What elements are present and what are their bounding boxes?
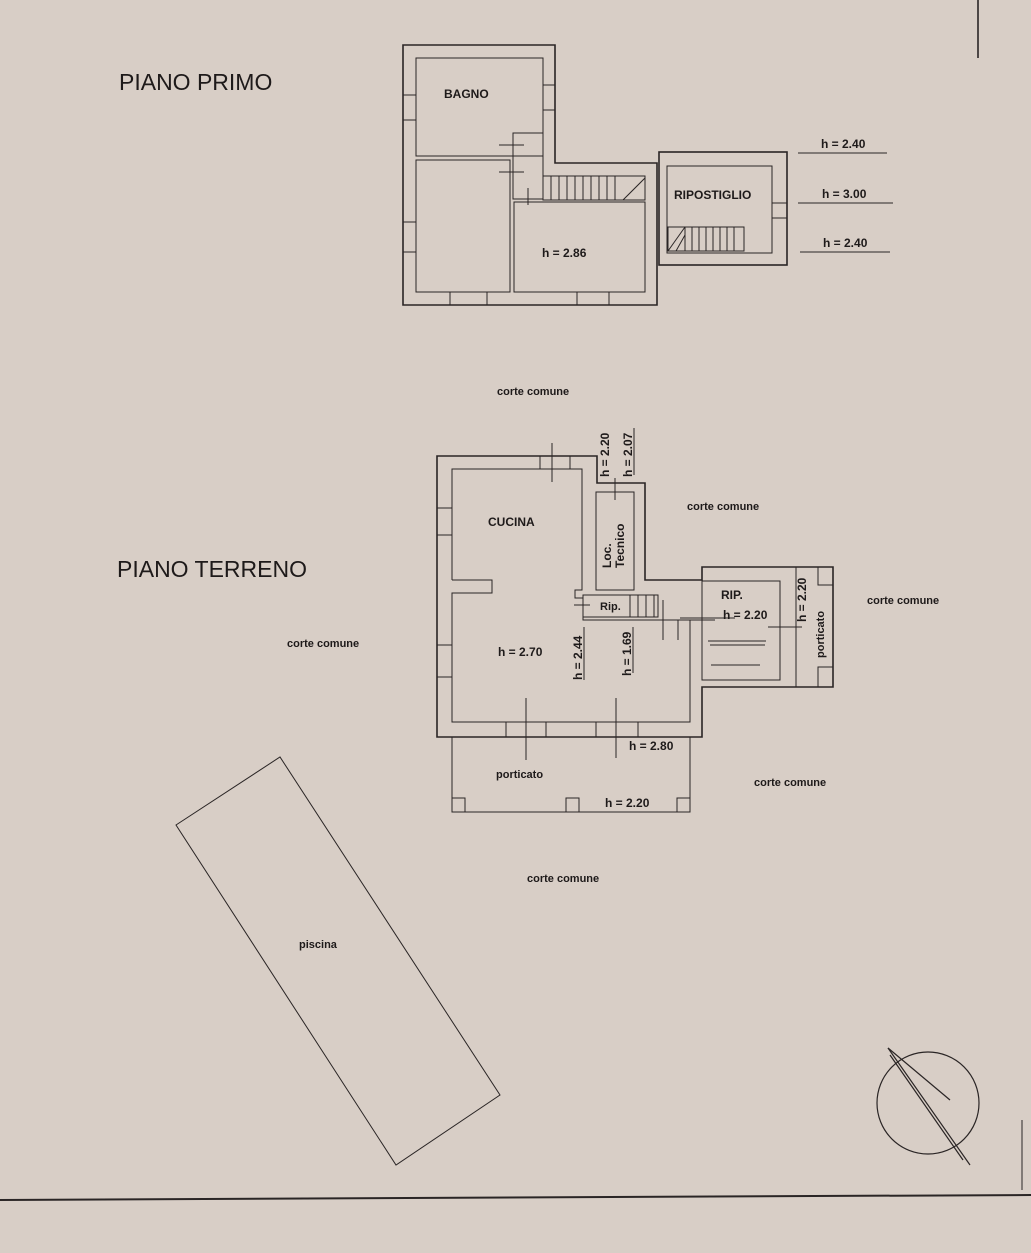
yard-label: corte comune bbox=[287, 638, 359, 650]
height-label: h = 1.69 bbox=[620, 631, 634, 676]
pool-label: piscina bbox=[299, 939, 338, 951]
height-label: h = 2.20 bbox=[795, 577, 809, 622]
height-label: h = 2.80 bbox=[629, 739, 674, 753]
height-label: h = 2.07 bbox=[621, 432, 635, 477]
height-label: h = 2.40 bbox=[823, 236, 868, 250]
room-label-tech-2: Tecnico bbox=[613, 524, 627, 568]
height-label: h = 2.20 bbox=[598, 432, 612, 477]
yard-label: corte comune bbox=[687, 501, 759, 513]
yard-label: corte comune bbox=[527, 873, 599, 885]
height-label: h = 2.20 bbox=[723, 608, 768, 622]
pool-outline bbox=[175, 756, 501, 1166]
height-label: h = 2.44 bbox=[571, 635, 585, 680]
yard-label: corte comune bbox=[867, 595, 939, 607]
height-label: h = 2.40 bbox=[821, 137, 866, 151]
page-bottom-line bbox=[0, 1194, 1031, 1201]
room-label-storage: RIPOSTIGLIO bbox=[674, 188, 751, 202]
height-label: h = 3.00 bbox=[822, 187, 867, 201]
room-label-side-porch: porticato bbox=[815, 611, 827, 658]
room-label-bath: BAGNO bbox=[444, 87, 489, 101]
yard-label: corte comune bbox=[497, 386, 569, 398]
first-floor-title: PIANO PRIMO bbox=[119, 69, 272, 95]
height-label: h = 2.86 bbox=[542, 246, 587, 260]
ground-floor-title: PIANO TERRENO bbox=[117, 556, 307, 582]
room-label-rip-small: Rip. bbox=[600, 601, 621, 613]
room-label-rip: RIP. bbox=[721, 588, 743, 602]
room-label-porch: porticato bbox=[496, 769, 543, 781]
height-label: h = 2.20 bbox=[605, 796, 650, 810]
ground-floor-plan bbox=[436, 428, 834, 813]
room-label-kitchen: CUCINA bbox=[488, 515, 535, 529]
room-label-tech: Loc. bbox=[600, 543, 614, 568]
north-arrow-icon bbox=[876, 1047, 980, 1166]
height-label: h = 2.70 bbox=[498, 645, 543, 659]
yard-label: corte comune bbox=[754, 777, 826, 789]
first-floor-plan bbox=[402, 44, 893, 306]
